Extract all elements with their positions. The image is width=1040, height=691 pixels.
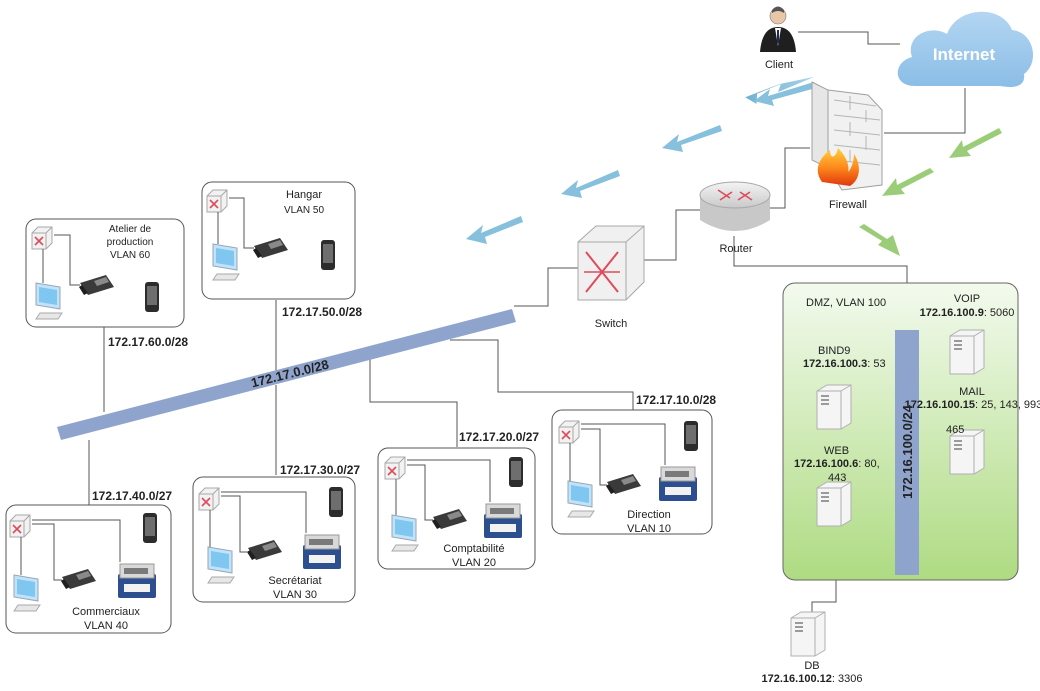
vlan-atelier-title-1: Atelier de <box>109 224 152 235</box>
mail-name: MAIL <box>959 386 985 398</box>
svg-text:172.16.100.3: 53: 172.16.100.3: 53 <box>803 358 886 370</box>
vlan-hangar-icons <box>206 189 335 281</box>
db-node: DB 172.16.100.12: 3306 <box>762 611 863 685</box>
vlan-hangar-network: 172.17.50.0/28 <box>282 305 362 319</box>
blue-arrow-3 <box>561 170 620 198</box>
vlan-direction-box: Direction VLAN 10 172.17.10.0/28 <box>551 393 716 535</box>
mail-ports-2: 465 <box>946 424 964 436</box>
server-mail: MAIL 172.16.100.15: 25, 143, 993, 465 <box>905 386 1040 475</box>
vlan-hangar-title-1: Hangar <box>286 189 322 201</box>
blue-arrow-4 <box>466 216 523 244</box>
vlan-comptabilite-network: 172.17.20.0/27 <box>459 430 539 444</box>
vlan-secretariat-title-1: Secrétariat <box>268 575 321 587</box>
client-node: Client <box>760 6 796 71</box>
dmz-zone: DMZ, VLAN 100 172.16.100.0/24 VOIP 172.1… <box>782 282 1040 581</box>
switch-label: Switch <box>595 318 627 330</box>
router-icon <box>699 181 771 231</box>
server-web: WEB 172.16.100.6: 80, 443 <box>794 445 880 527</box>
client-user-icon <box>760 6 796 52</box>
vlan-atelier-title-3: VLAN 60 <box>110 250 150 261</box>
vlan-commerciaux-icons <box>9 513 157 612</box>
voip-ports: : 5060 <box>984 307 1015 319</box>
svg-text:172.16.100.9: 5060: 172.16.100.9: 5060 <box>920 307 1015 319</box>
vlan-atelier-box: Atelier de production VLAN 60 172.17.60.… <box>25 218 188 349</box>
core-network-label: 172.17.0.0/28 <box>249 357 330 391</box>
vlan-commerciaux-title-1: Commerciaux <box>72 606 140 618</box>
web-ports-2: 443 <box>828 472 846 484</box>
firewall-node: Firewall <box>811 81 883 211</box>
firewall-label: Firewall <box>829 199 867 211</box>
server-bind9: BIND9 172.16.100.3: 53 <box>803 345 886 430</box>
db-name: DB <box>804 660 819 672</box>
web-ports-1: : 80, <box>858 458 879 470</box>
internet-cloud: Internet <box>897 11 1034 87</box>
bind9-ports: : 53 <box>867 358 885 370</box>
svg-text:172.16.100.6: 80,: 172.16.100.6: 80, <box>794 458 880 470</box>
dmz-title: DMZ, VLAN 100 <box>806 297 886 309</box>
vlan-comptabilite-icons <box>384 456 523 552</box>
voip-ip: 172.16.100.9 <box>920 307 984 319</box>
traffic-arrows <box>466 76 1002 256</box>
green-arrow-1 <box>949 128 1002 158</box>
mail-ip: 172.16.100.15 <box>905 399 975 411</box>
bind9-name: BIND9 <box>818 345 850 357</box>
switch-icon <box>577 225 645 301</box>
internet-label: Internet <box>933 45 996 64</box>
vlan-hangar-box: Hangar VLAN 50 172.17.50.0/28 <box>201 181 362 319</box>
vlan-commerciaux-box: Commerciaux VLAN 40 172.17.40.0/27 <box>5 489 172 634</box>
core-bus: 172.17.0.0/28 <box>57 309 516 440</box>
vlan-atelier-title-2: production <box>107 237 154 248</box>
bind9-ip: 172.16.100.3 <box>803 358 867 370</box>
client-label: Client <box>765 59 793 71</box>
db-ip: 172.16.100.12 <box>762 673 832 685</box>
router-node: Router <box>699 181 771 255</box>
vlan-commerciaux-title-2: VLAN 40 <box>84 620 128 632</box>
mail-ports-1: : 25, 143, 993, <box>975 399 1040 411</box>
svg-text:172.16.100.15: 25, 143, 993,: 172.16.100.15: 25, 143, 993, <box>905 399 1040 411</box>
svg-text:172.16.100.12: 3306: 172.16.100.12: 3306 <box>762 673 863 685</box>
voip-name: VOIP <box>954 293 980 305</box>
web-name: WEB <box>824 445 849 457</box>
dmz-bus <box>895 330 919 575</box>
switch-node: Switch <box>577 225 645 330</box>
vlan-direction-network: 172.17.10.0/28 <box>636 393 716 407</box>
green-arrow-2 <box>882 168 934 196</box>
vlan-direction-title-2: VLAN 10 <box>627 523 671 535</box>
vlan-direction-title-1: Direction <box>627 509 670 521</box>
web-ip: 172.16.100.6 <box>794 458 858 470</box>
firewall-brick-icon <box>811 81 883 191</box>
blue-arrow-2 <box>662 125 722 152</box>
green-arrow-3 <box>859 224 900 256</box>
vlan-hangar-title-2: VLAN 50 <box>284 205 324 216</box>
vlan-secretariat-network: 172.17.30.0/27 <box>280 463 360 477</box>
vlan-commerciaux-network: 172.17.40.0/27 <box>92 489 172 503</box>
vlan-secretariat-box: Secrétariat VLAN 30 172.17.30.0/27 <box>192 463 360 603</box>
db-ports: : 3306 <box>832 673 863 685</box>
vlan-comptabilite-box: Comptabilité VLAN 20 172.17.20.0/27 <box>377 430 539 570</box>
blue-arrow-1 <box>754 82 816 106</box>
vlan-comptabilite-title-1: Comptabilité <box>443 543 504 555</box>
vlan-atelier-icons <box>31 226 159 320</box>
vlan-atelier-network: 172.17.60.0/28 <box>108 335 188 349</box>
router-label: Router <box>719 243 752 255</box>
vlan-comptabilite-title-2: VLAN 20 <box>452 557 496 569</box>
vlan-secretariat-icons <box>198 487 343 584</box>
vlan-direction-icons <box>558 420 698 518</box>
vlan-secretariat-title-2: VLAN 30 <box>273 589 317 601</box>
server-voip: VOIP 172.16.100.9: 5060 <box>920 293 1015 375</box>
dmz-network-label: 172.16.100.0/24 <box>900 404 915 499</box>
